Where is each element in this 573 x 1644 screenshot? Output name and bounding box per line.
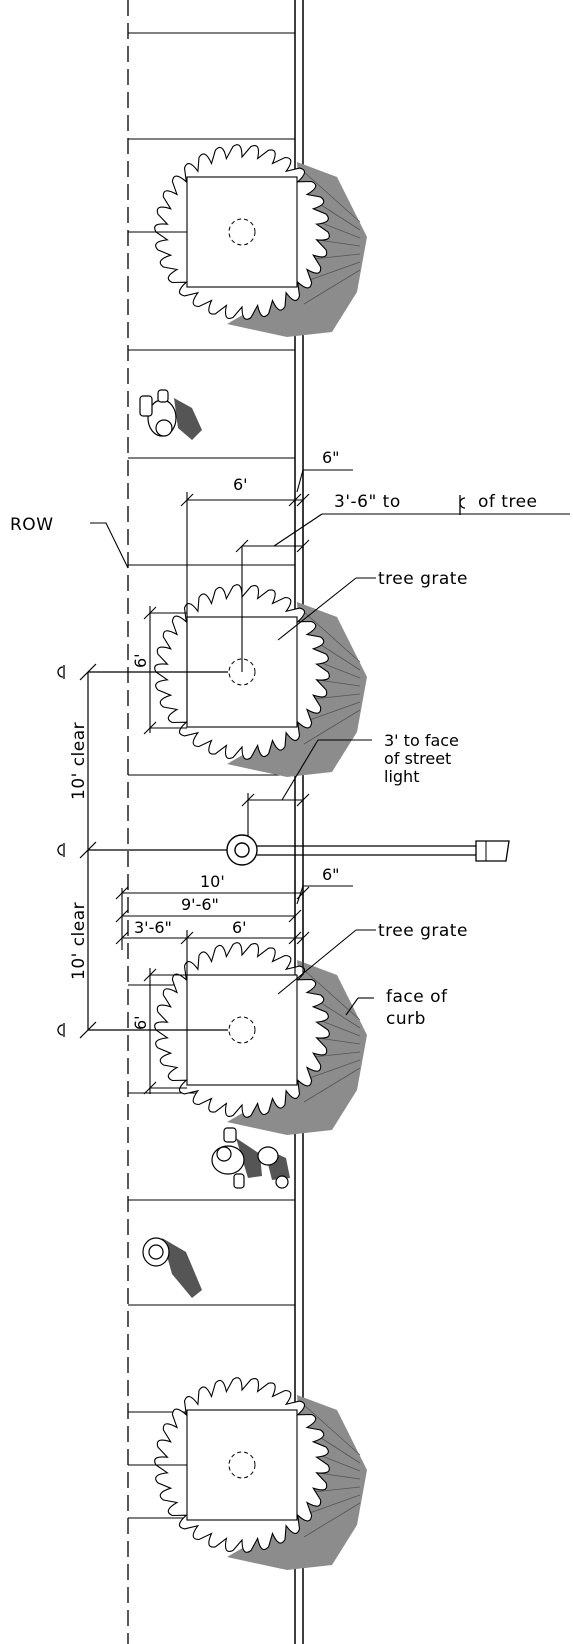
dim-grate-width-lower: 6' <box>232 918 247 937</box>
dim-width-9-6: 9'-6" <box>181 895 219 914</box>
street-light-icon <box>226 834 510 866</box>
tree-canopy-icon <box>128 144 367 337</box>
clear-label-lower: 10' clear <box>69 902 89 980</box>
dim-grate-height-lower: 6' <box>131 1015 150 1030</box>
centerline-tree-label: 3'-6" to <box>334 492 401 512</box>
row-label: ROW <box>10 515 54 535</box>
dim-grate-height-upper: 6' <box>131 653 150 668</box>
tree-grate-label-lower: tree grate <box>378 921 468 941</box>
tree-canopy-icon <box>128 942 367 1135</box>
centerline-symbol <box>57 1022 65 1038</box>
upper-grate-dimensions <box>143 469 570 735</box>
clear-zone-dimension <box>79 663 228 1039</box>
dim-width-3-6: 3'-6" <box>134 918 172 937</box>
centerline-symbol <box>459 495 466 515</box>
tree-trunk <box>228 218 256 246</box>
dim-grate-width-upper: 6' <box>233 475 248 494</box>
tree-trunk <box>228 1451 256 1479</box>
tree-trunk <box>228 1016 256 1044</box>
street-light-label-3: light <box>384 767 419 786</box>
street-light-dimension <box>241 739 372 836</box>
of-tree-label: of tree <box>478 492 538 512</box>
street-light-label-2: of street <box>384 749 451 768</box>
clear-label-upper: 10' clear <box>69 722 89 800</box>
pedestrian-icon <box>139 389 202 440</box>
tree-canopy-icon <box>128 1377 367 1570</box>
street-light-label-1: 3' to face <box>384 731 459 750</box>
face-of-curb-label-2: curb <box>386 1009 426 1029</box>
centerline-symbol <box>57 664 65 680</box>
face-of-curb-label-1: face of <box>386 987 448 1007</box>
tree-trunk <box>228 658 256 686</box>
lower-grate-dimensions <box>115 880 376 1095</box>
centerline-symbol <box>57 842 65 858</box>
pedestrian-icon <box>211 1127 290 1189</box>
dim-6in-top: 6" <box>322 448 340 467</box>
dim-width-10: 10' <box>200 872 225 891</box>
tree-grate-label-upper: tree grate <box>378 569 468 589</box>
pedestrian-icon <box>142 1237 202 1298</box>
dim-6in-lower: 6" <box>322 865 340 884</box>
